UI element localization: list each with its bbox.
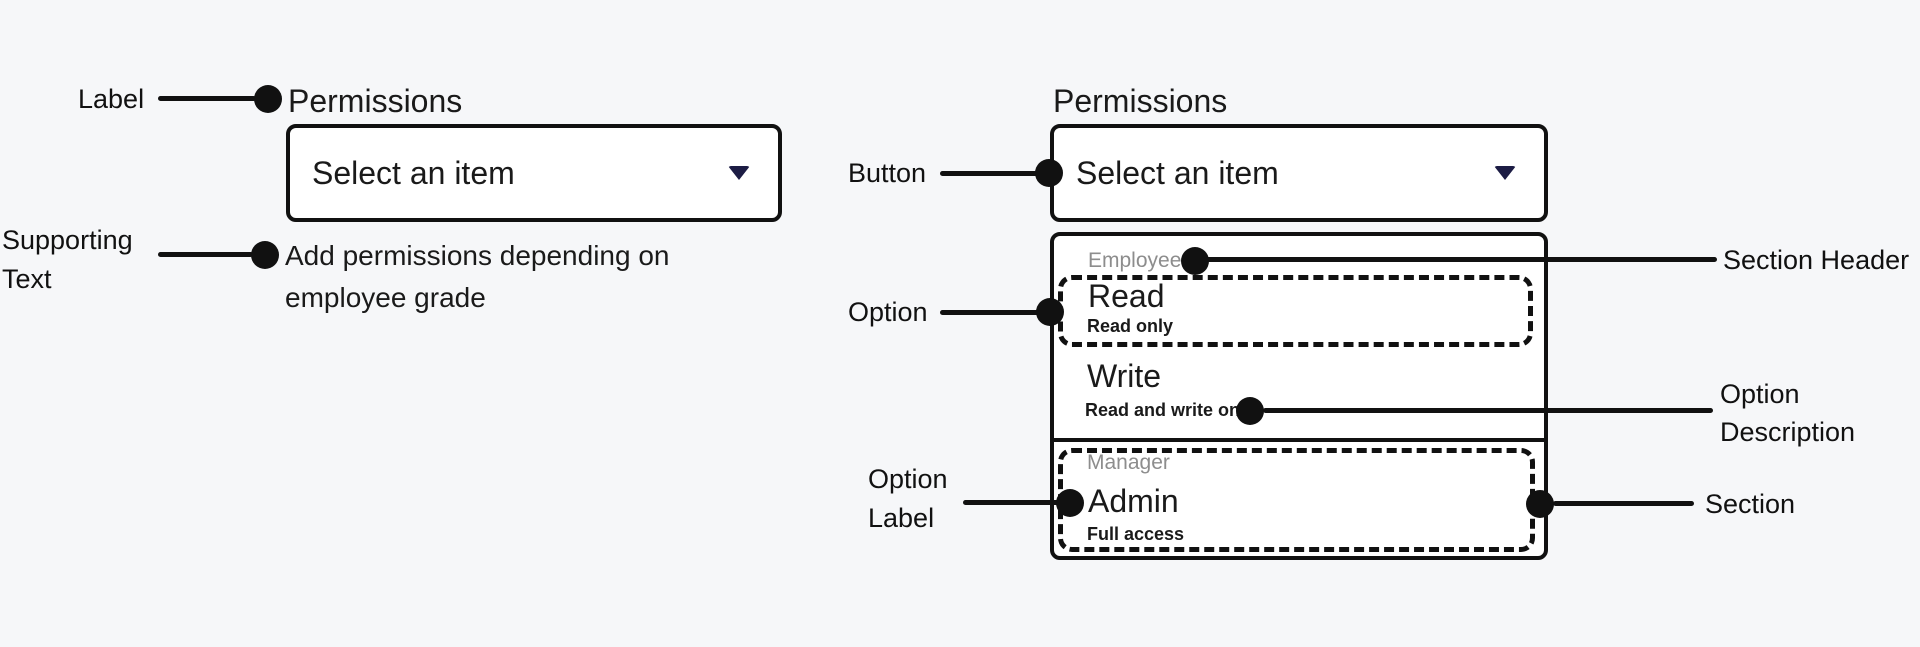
- select-button[interactable]: Select an item: [286, 124, 782, 222]
- callout-dot: [251, 241, 279, 269]
- field-label: Permissions: [288, 83, 463, 119]
- callout-line: [1553, 501, 1694, 506]
- annotation-option-description: Option Description: [1720, 375, 1855, 451]
- callout-line: [1263, 408, 1713, 413]
- callout-dot: [254, 85, 282, 113]
- caret-down-icon: [728, 166, 750, 180]
- callout-dot: [1036, 298, 1064, 326]
- callout-line: [940, 310, 1039, 315]
- annotation-section-header: Section Header: [1723, 245, 1910, 275]
- annotation-supporting-text-line-2: Text: [2, 264, 52, 294]
- annotation-section: Section: [1705, 489, 1796, 519]
- section-header-employees: Employees: [1088, 249, 1192, 272]
- caret-down-icon: [1494, 166, 1516, 180]
- annotation-option: Option: [848, 297, 928, 327]
- select-button-value: Select an item: [312, 155, 515, 191]
- section-divider: [1050, 438, 1548, 442]
- annotation-option-label: Option Label: [868, 460, 948, 538]
- annotation-option-label-line-1: Option: [868, 464, 948, 494]
- callout-line: [963, 500, 1063, 505]
- annotation-option-label-line-2: Label: [868, 503, 935, 533]
- callout-line: [1199, 257, 1717, 262]
- option-write-label[interactable]: Write: [1087, 358, 1162, 394]
- select-button-value: Select an item: [1076, 155, 1279, 191]
- annotation-button: Button: [848, 158, 927, 188]
- field-label: Permissions: [1053, 83, 1228, 119]
- callout-dot: [1181, 247, 1209, 275]
- option-admin-description: Full access: [1087, 524, 1185, 544]
- callout-dot: [1056, 489, 1084, 517]
- option-read-label[interactable]: Read: [1088, 278, 1165, 314]
- option-write-description: Read and write only: [1085, 400, 1256, 420]
- callout-dot: [1035, 159, 1063, 187]
- dropdown-menu: Employees Read Read only Write Read and …: [1050, 232, 1548, 560]
- annotation-supporting-text: Supporting Text: [2, 221, 133, 299]
- option-admin-label[interactable]: Admin: [1088, 483, 1179, 519]
- section-header-manager: Manager: [1087, 451, 1170, 474]
- callout-line: [158, 96, 256, 101]
- supporting-text: Add permissions depending on employee gr…: [285, 235, 669, 319]
- supporting-text-line-2: employee grade: [285, 282, 486, 313]
- callout-dot: [1526, 490, 1554, 518]
- callout-line: [158, 252, 253, 257]
- annotation-supporting-text-line-1: Supporting: [2, 225, 133, 255]
- annotation-option-description-line-2: Description: [1720, 417, 1856, 447]
- supporting-text-line-1: Add permissions depending on: [285, 240, 670, 271]
- annotation-label: Label: [78, 84, 145, 114]
- option-read-description: Read only: [1087, 316, 1174, 336]
- callout-dot: [1236, 397, 1264, 425]
- callout-line: [940, 171, 1038, 176]
- select-button[interactable]: Select an item: [1050, 124, 1548, 222]
- annotation-option-description-line-1: Option: [1720, 379, 1800, 409]
